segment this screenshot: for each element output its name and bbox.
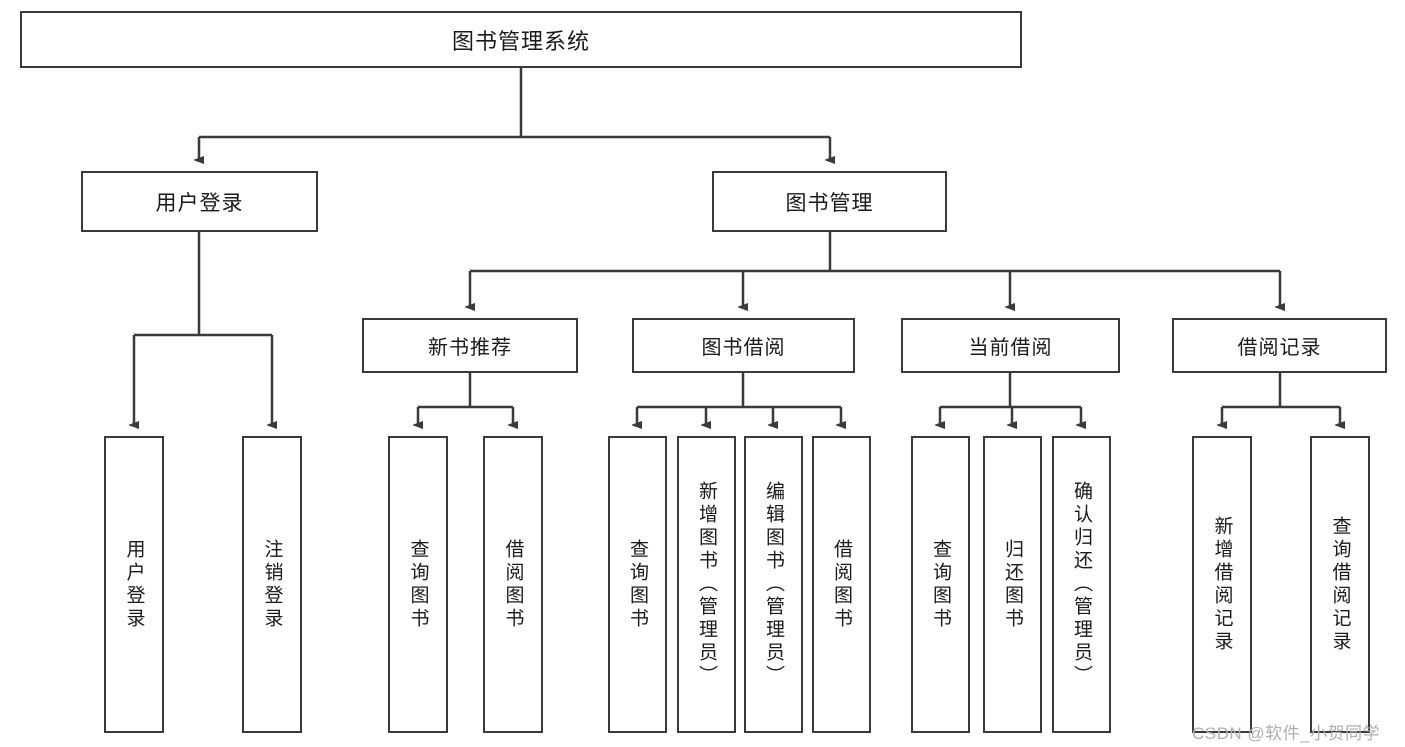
node-book-management-label: 图书管理 <box>785 191 874 215</box>
node-new-book-recommend-label: 新书推荐 <box>428 337 512 359</box>
node-user-login-label: 用户登录 <box>155 191 244 215</box>
node-leaf-query-book-recommend-label: 查询图书 <box>407 538 429 631</box>
node-leaf-add-book-admin[interactable]: 新增图书（管理员） <box>677 436 736 733</box>
watermark: CSDN @软件_小贺同学 <box>1192 724 1381 743</box>
node-leaf-query-borrow-record-label: 查询借阅记录 <box>1329 515 1351 654</box>
node-leaf-query-book-borrow-label: 查询图书 <box>627 538 648 631</box>
node-book-borrow-label: 图书借阅 <box>701 337 786 359</box>
node-leaf-edit-book-admin[interactable]: 编辑图书（管理员） <box>744 436 803 733</box>
node-leaf-borrow-book[interactable]: 借阅图书 <box>812 436 871 733</box>
node-user-login[interactable]: 用户登录 <box>81 171 318 232</box>
node-leaf-query-book-current-label: 查询图书 <box>930 538 951 631</box>
node-leaf-borrow-book-label: 借阅图书 <box>831 538 852 631</box>
node-borrow-record-label: 借阅记录 <box>1237 337 1322 359</box>
node-leaf-add-borrow-record-label: 新增借阅记录 <box>1211 515 1233 654</box>
node-leaf-return-book-label: 归还图书 <box>1002 538 1023 631</box>
node-leaf-confirm-return-admin[interactable]: 确认归还（管理员） <box>1052 436 1111 733</box>
node-new-book-recommend[interactable]: 新书推荐 <box>362 318 578 373</box>
node-leaf-logout-label: 注销登录 <box>261 538 283 631</box>
node-current-borrow[interactable]: 当前借阅 <box>901 318 1120 373</box>
node-leaf-borrow-book-recommend[interactable]: 借阅图书 <box>483 436 543 733</box>
node-leaf-confirm-return-admin-label: 确认归还（管理员） <box>1071 481 1092 688</box>
node-leaf-add-book-admin-label: 新增图书（管理员） <box>696 481 717 688</box>
node-leaf-borrow-book-recommend-label: 借阅图书 <box>502 538 524 631</box>
node-leaf-query-book-borrow[interactable]: 查询图书 <box>608 436 667 733</box>
node-leaf-logout[interactable]: 注销登录 <box>242 436 302 733</box>
node-leaf-query-book-recommend[interactable]: 查询图书 <box>388 436 448 733</box>
node-leaf-add-borrow-record[interactable]: 新增借阅记录 <box>1192 436 1252 733</box>
node-root-label: 图书管理系统 <box>451 28 590 54</box>
node-leaf-return-book[interactable]: 归还图书 <box>983 436 1042 733</box>
node-root[interactable]: 图书管理系统 <box>20 11 1022 68</box>
node-book-management[interactable]: 图书管理 <box>712 171 947 232</box>
node-current-borrow-label: 当前借阅 <box>968 337 1053 359</box>
node-leaf-query-borrow-record[interactable]: 查询借阅记录 <box>1310 436 1370 733</box>
node-borrow-record[interactable]: 借阅记录 <box>1172 318 1387 373</box>
node-leaf-user-login[interactable]: 用户登录 <box>104 436 164 733</box>
node-leaf-user-login-label: 用户登录 <box>123 538 145 631</box>
node-book-borrow[interactable]: 图书借阅 <box>632 318 855 373</box>
node-leaf-edit-book-admin-label: 编辑图书（管理员） <box>763 481 784 688</box>
node-leaf-query-book-current[interactable]: 查询图书 <box>911 436 970 733</box>
